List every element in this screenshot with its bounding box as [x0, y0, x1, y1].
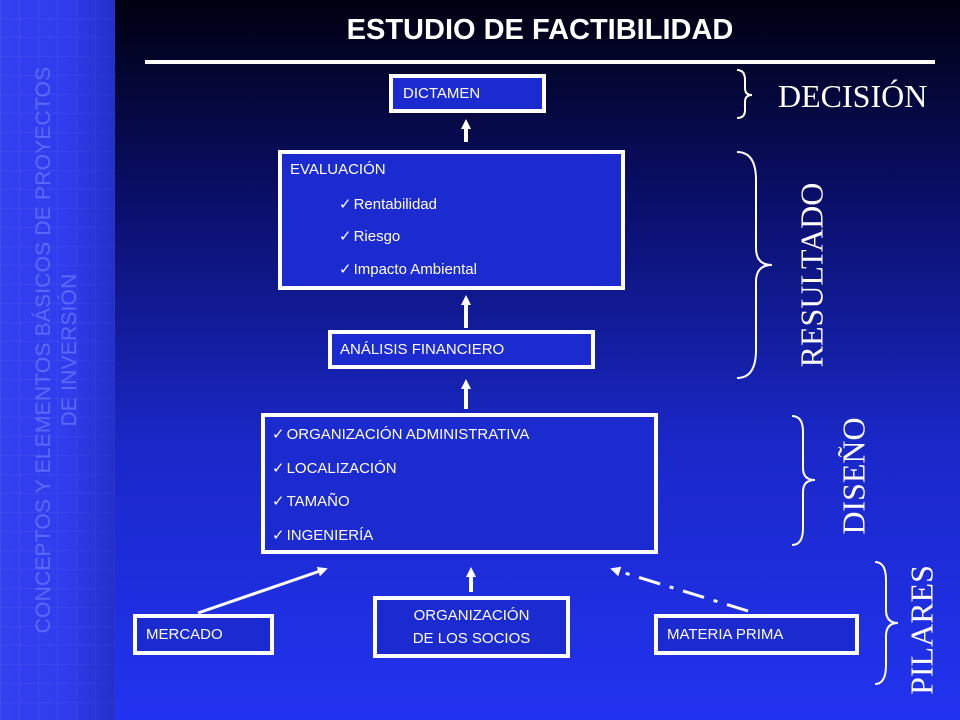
label-pilares: PILARES: [903, 565, 940, 695]
mercado-label: MERCADO: [146, 626, 223, 643]
check-icon: ✓: [272, 460, 285, 477]
check-icon: ✓: [339, 228, 352, 245]
arrow-materia-to-diseno: [610, 566, 749, 613]
box-organizacion-socios: ORGANIZACIÓN DE LOS SOCIOS: [373, 596, 570, 658]
brace-pilares: [874, 561, 899, 685]
evaluacion-item-riesgo: ✓Riesgo: [339, 228, 401, 245]
check-icon: ✓: [272, 493, 285, 510]
analisis-label: ANÁLISIS FINANCIERO: [340, 341, 505, 358]
evaluacion-item-impacto: ✓Impacto Ambiental: [339, 261, 477, 278]
check-icon: ✓: [272, 527, 285, 544]
brace-diseno: [791, 415, 816, 546]
diseno-item-organizacion: ✓ORGANIZACIÓN ADMINISTRATIVA: [272, 426, 530, 443]
materia-prima-label: MATERIA PRIMA: [667, 626, 784, 643]
slide-title: ESTUDIO DE FACTIBILIDAD: [346, 14, 734, 46]
box-mercado: MERCADO: [133, 614, 274, 655]
box-diseno: ✓ORGANIZACIÓN ADMINISTRATIVA ✓LOCALIZACI…: [261, 413, 658, 554]
check-icon: ✓: [339, 196, 352, 213]
dictamen-label: DICTAMEN: [403, 85, 481, 102]
diseno-item-tamano: ✓TAMAÑO: [272, 493, 350, 510]
box-analisis-financiero: ANÁLISIS FINANCIERO: [328, 330, 595, 369]
socios-label-line2: DE LOS SOCIOS: [412, 630, 531, 647]
box-dictamen: DICTAMEN: [389, 74, 546, 113]
arrow-mercado-to-diseno: [197, 566, 328, 615]
brace-decision: [736, 69, 753, 119]
diseno-item-localizacion: ✓LOCALIZACIÓN: [272, 460, 397, 477]
check-icon: ✓: [339, 261, 352, 278]
label-diseno: DISEÑO: [835, 417, 872, 535]
title-underline: [145, 60, 935, 64]
socios-label-line1: ORGANIZACIÓN: [413, 607, 530, 624]
evaluacion-item-rentabilidad: ✓Rentabilidad: [339, 196, 437, 213]
evaluacion-heading: EVALUACIÓN: [290, 161, 386, 178]
label-decision: DECISIÓN: [778, 78, 928, 114]
brace-resultado: [736, 151, 773, 379]
sidebar-fade: [0, 0, 115, 720]
check-icon: ✓: [272, 426, 285, 443]
label-resultado: RESULTADO: [793, 182, 830, 368]
box-materia-prima: MATERIA PRIMA: [654, 614, 859, 655]
diseno-item-ingenieria: ✓INGENIERÍA: [272, 527, 374, 544]
box-evaluacion: EVALUACIÓN ✓Rentabilidad ✓Riesgo ✓Impact…: [278, 150, 625, 290]
